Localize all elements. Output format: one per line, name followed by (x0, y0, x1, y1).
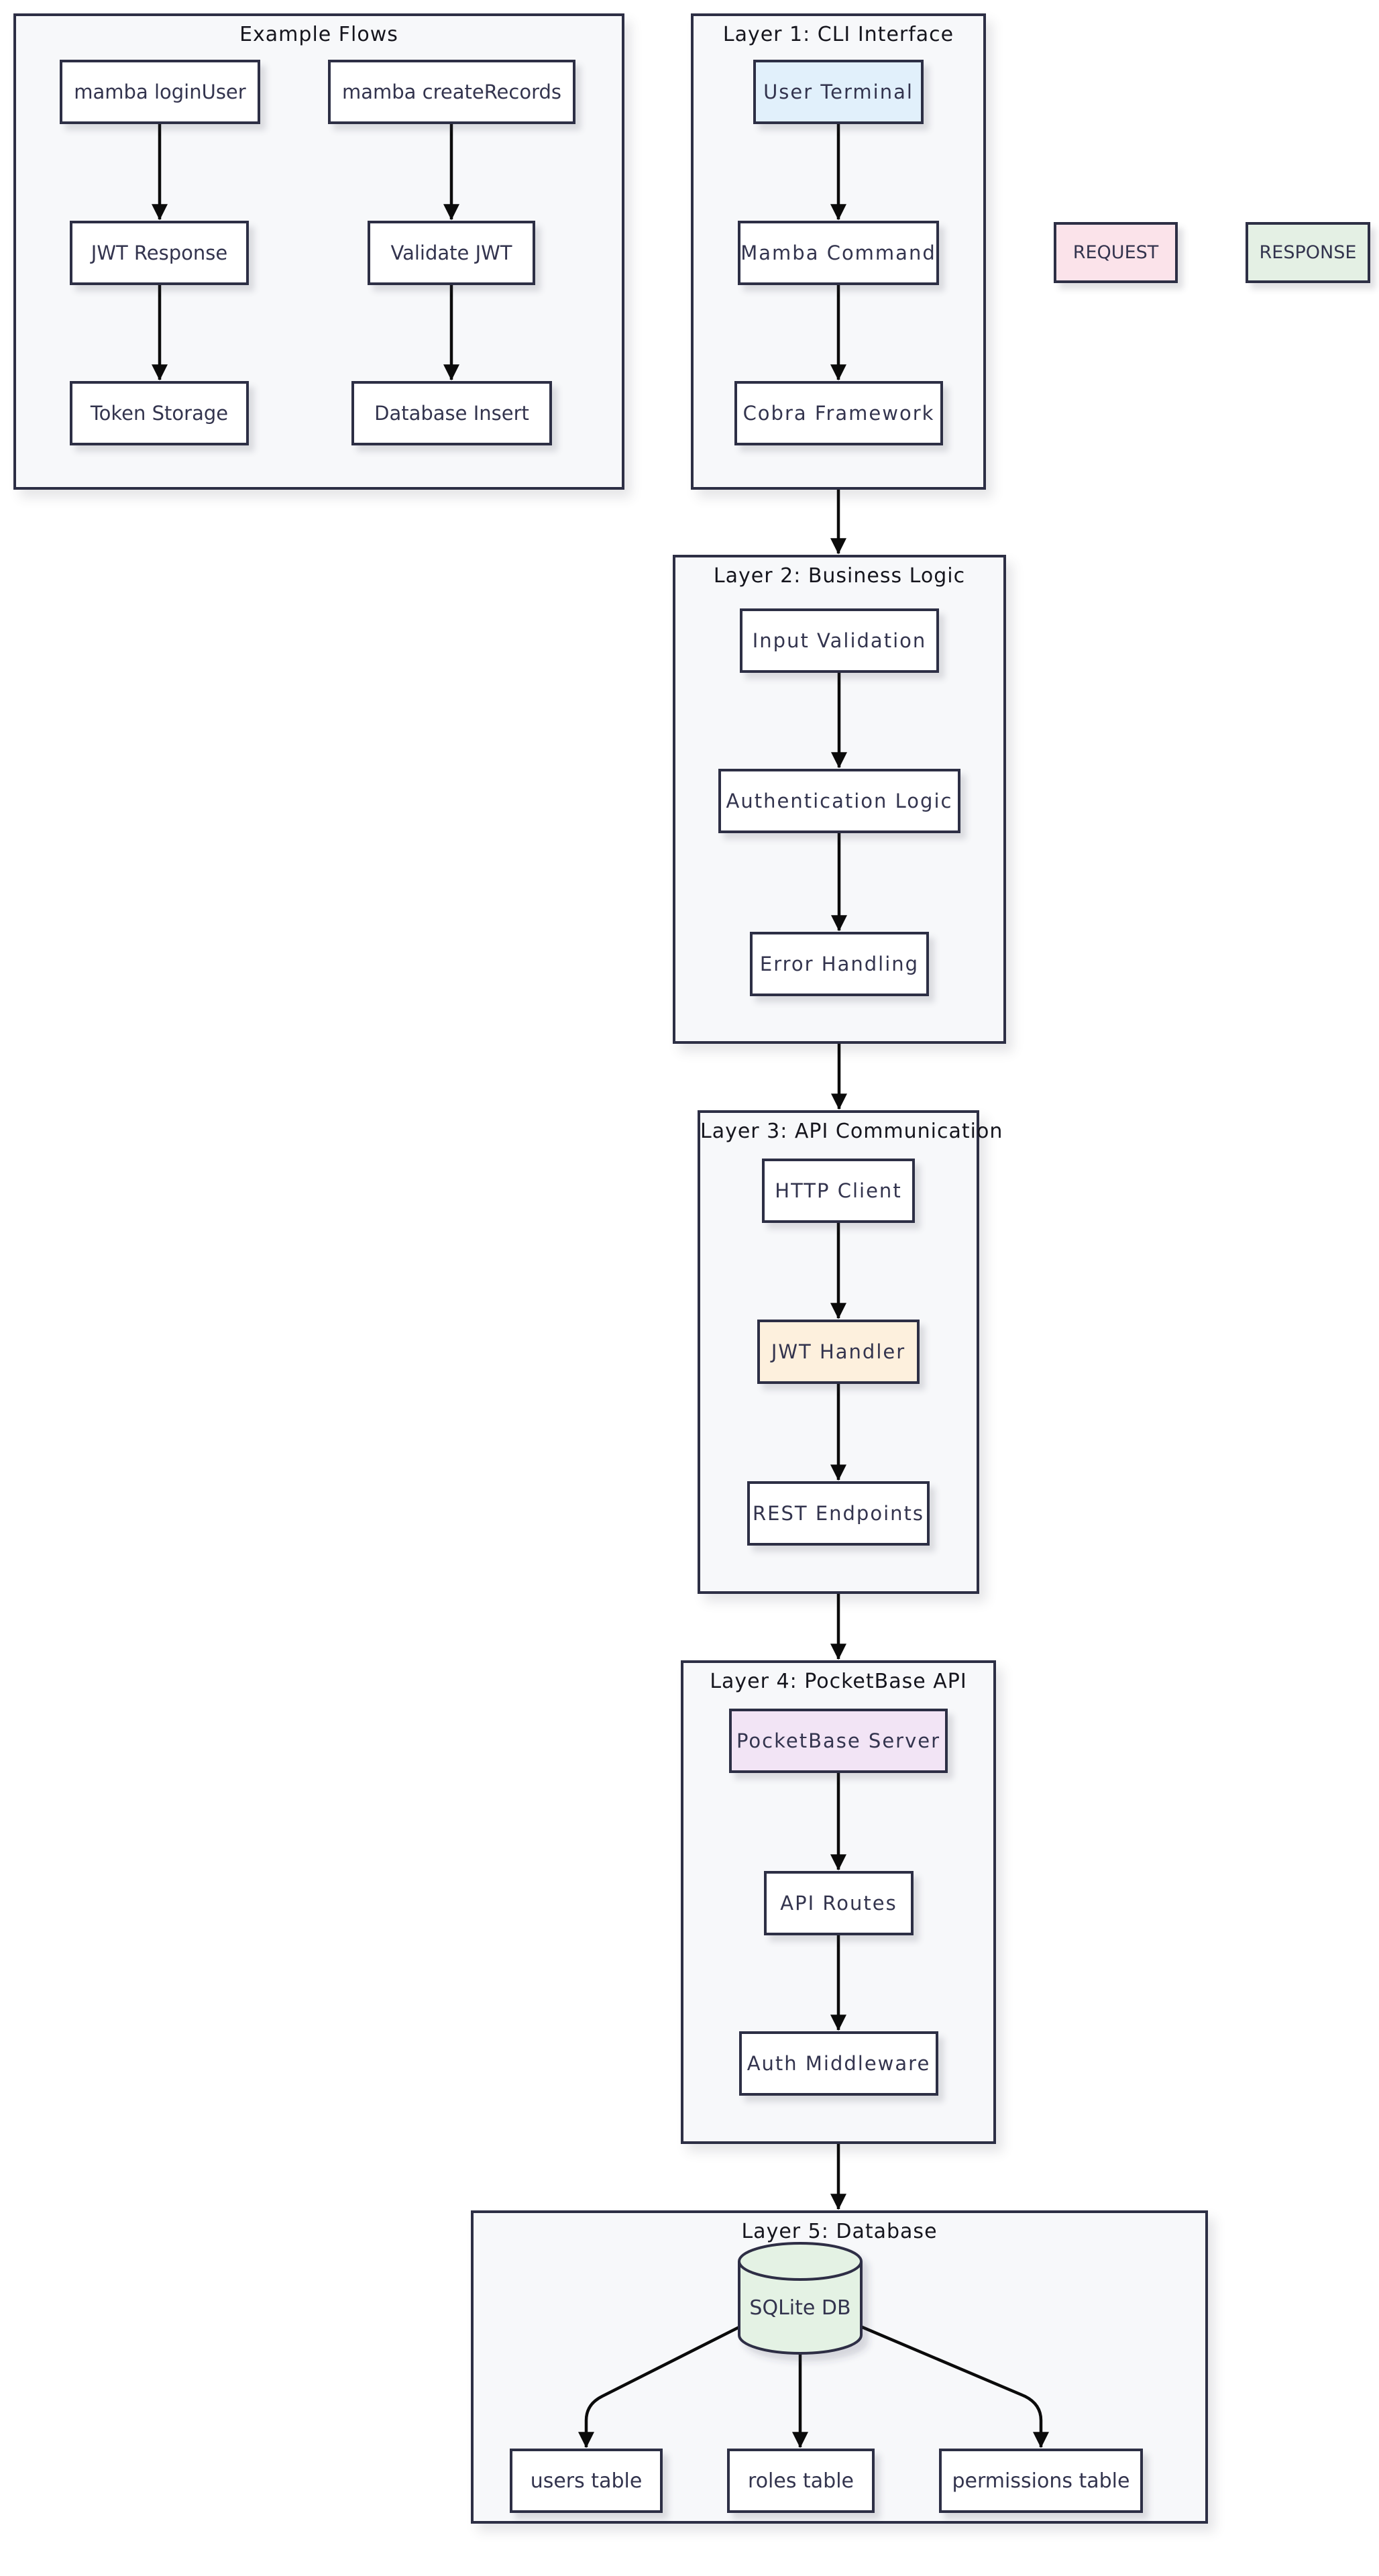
node-label: mamba loginUser (74, 80, 246, 103)
node-http-client: HTTP Client (762, 1159, 915, 1223)
node-label: PocketBase Server (736, 1729, 941, 1752)
node-users-table: users table (510, 2449, 663, 2513)
node-label: Database Insert (374, 402, 529, 425)
node-label: User Terminal (763, 80, 914, 103)
node-label: JWT Response (91, 241, 228, 264)
node-mamba-createrecords: mamba createRecords (328, 60, 575, 124)
node-label: mamba createRecords (341, 80, 562, 103)
node-api-routes: API Routes (764, 1871, 914, 1935)
node-label: users table (530, 2469, 643, 2493)
node-validate-jwt: Validate JWT (368, 221, 535, 285)
edge-sqlite-to-userstable (578, 2322, 746, 2449)
cluster-title-layer4: Layer 4: PocketBase API (710, 1670, 967, 1693)
node-label: JWT Handler (771, 1340, 906, 1363)
node-label: Validate JWT (390, 241, 512, 264)
node-label: Cobra Framework (742, 402, 935, 425)
node-cobra-framework: Cobra Framework (734, 381, 943, 445)
node-label: Authentication Logic (726, 790, 953, 812)
cluster-title-layer2: Layer 2: Business Logic (713, 564, 966, 588)
node-label: permissions table (952, 2469, 1130, 2493)
node-jwt-response: JWT Response (70, 221, 249, 285)
cluster-title-layer3: Layer 3: API Communication (700, 1120, 1003, 1143)
node-authentication-logic: Authentication Logic (718, 769, 960, 833)
node-mamba-command: Mamba Command (738, 221, 939, 285)
legend-request-label: REQUEST (1072, 242, 1159, 263)
node-label: Input Validation (752, 629, 927, 652)
legend-response-label: RESPONSE (1259, 242, 1357, 263)
node-sqlite-db-label: SQLite DB (739, 2290, 861, 2325)
legend-request: REQUEST (1054, 222, 1178, 283)
node-rest-endpoints: REST Endpoints (747, 1481, 930, 1546)
cluster-title-example-flows: Example Flows (239, 23, 398, 46)
node-label: Error Handling (759, 953, 920, 975)
node-permissions-table: permissions table (939, 2449, 1143, 2513)
node-label: Token Storage (90, 402, 229, 425)
node-pocketbase-server: PocketBase Server (729, 1709, 948, 1773)
sqlite-cylinder-shape (738, 2242, 863, 2355)
node-label: Mamba Command (740, 241, 936, 264)
node-database-insert: Database Insert (351, 381, 552, 445)
node-label: SQLite DB (749, 2296, 851, 2320)
node-token-storage: Token Storage (70, 381, 249, 445)
legend-response: RESPONSE (1246, 222, 1370, 283)
node-label: roles table (748, 2469, 854, 2493)
node-label: REST Endpoints (753, 1502, 924, 1525)
node-roles-table: roles table (727, 2449, 875, 2513)
node-mamba-loginuser: mamba loginUser (60, 60, 260, 124)
node-auth-middleware: Auth Middleware (739, 2031, 938, 2096)
node-error-handling: Error Handling (750, 932, 929, 996)
node-label: HTTP Client (775, 1179, 902, 1202)
node-label: Auth Middleware (747, 2052, 931, 2075)
cluster-title-layer5: Layer 5: Database (741, 2220, 938, 2243)
cluster-title-layer1: Layer 1: CLI Interface (722, 23, 954, 46)
node-label: API Routes (780, 1892, 897, 1915)
node-input-validation: Input Validation (740, 608, 939, 673)
node-jwt-handler: JWT Handler (757, 1320, 920, 1384)
edge-sqlite-to-permissionstable (855, 2322, 1049, 2449)
node-user-terminal: User Terminal (753, 60, 924, 124)
